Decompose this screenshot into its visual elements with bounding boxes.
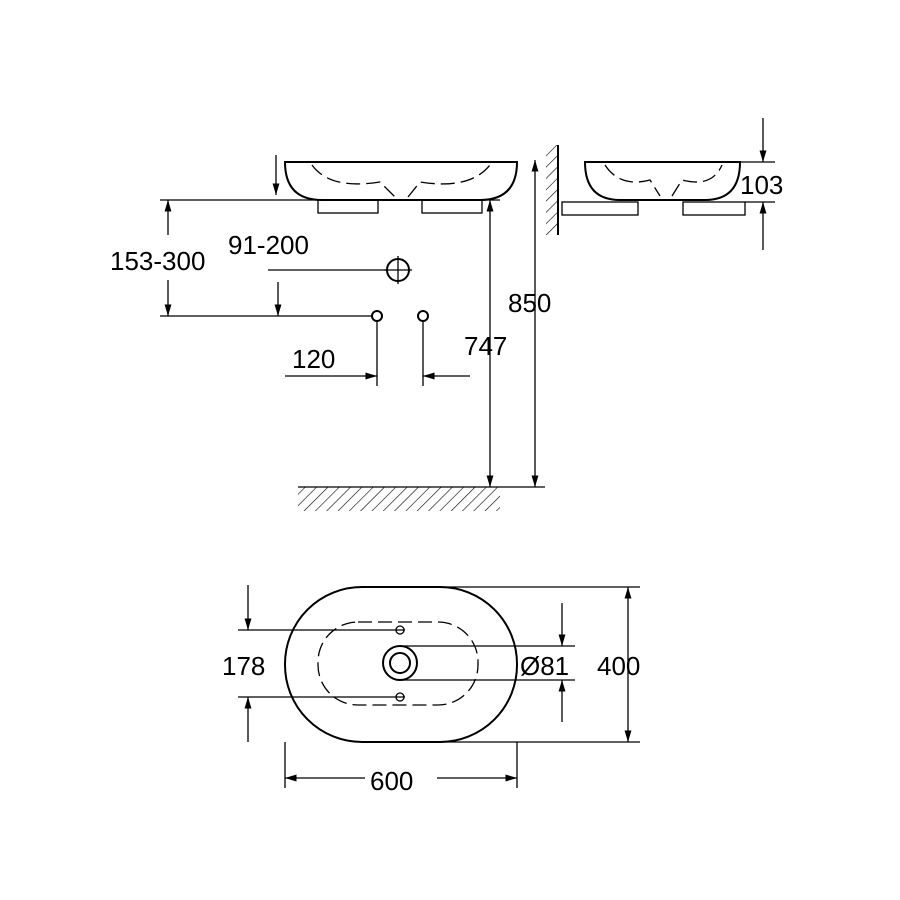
basin-plan-outline [284,586,518,743]
dim-fixing-spacing: 120 [292,344,335,374]
dim-drain-diameter: Ø81 [520,651,569,681]
dim-mount-height: 153-300 [110,246,205,276]
dim-basin-width: 600 [370,766,413,796]
support-left [317,199,379,214]
basin-front-outline [283,161,519,201]
plan-view: 178 Ø81 400 600 [222,585,640,796]
dim-fixing-distance: 178 [222,651,265,681]
dim-support-height: 747 [464,331,507,361]
basin-side-outline [583,161,742,201]
front-view: 153-300 91-200 850 120 747 [110,155,551,511]
side-view: 103 [546,118,783,250]
dim-basin-depth: 400 [597,651,640,681]
dim-total-height: 850 [508,288,551,318]
dim-tap-hole: 91-200 [228,230,309,260]
drain [382,645,418,681]
fixing-left [371,310,383,322]
floor-hatch [298,487,500,511]
fixing-right [417,310,429,322]
dim-basin-height: 103 [740,170,783,200]
support-right [421,199,483,214]
basin-inner-dashed [311,164,491,198]
